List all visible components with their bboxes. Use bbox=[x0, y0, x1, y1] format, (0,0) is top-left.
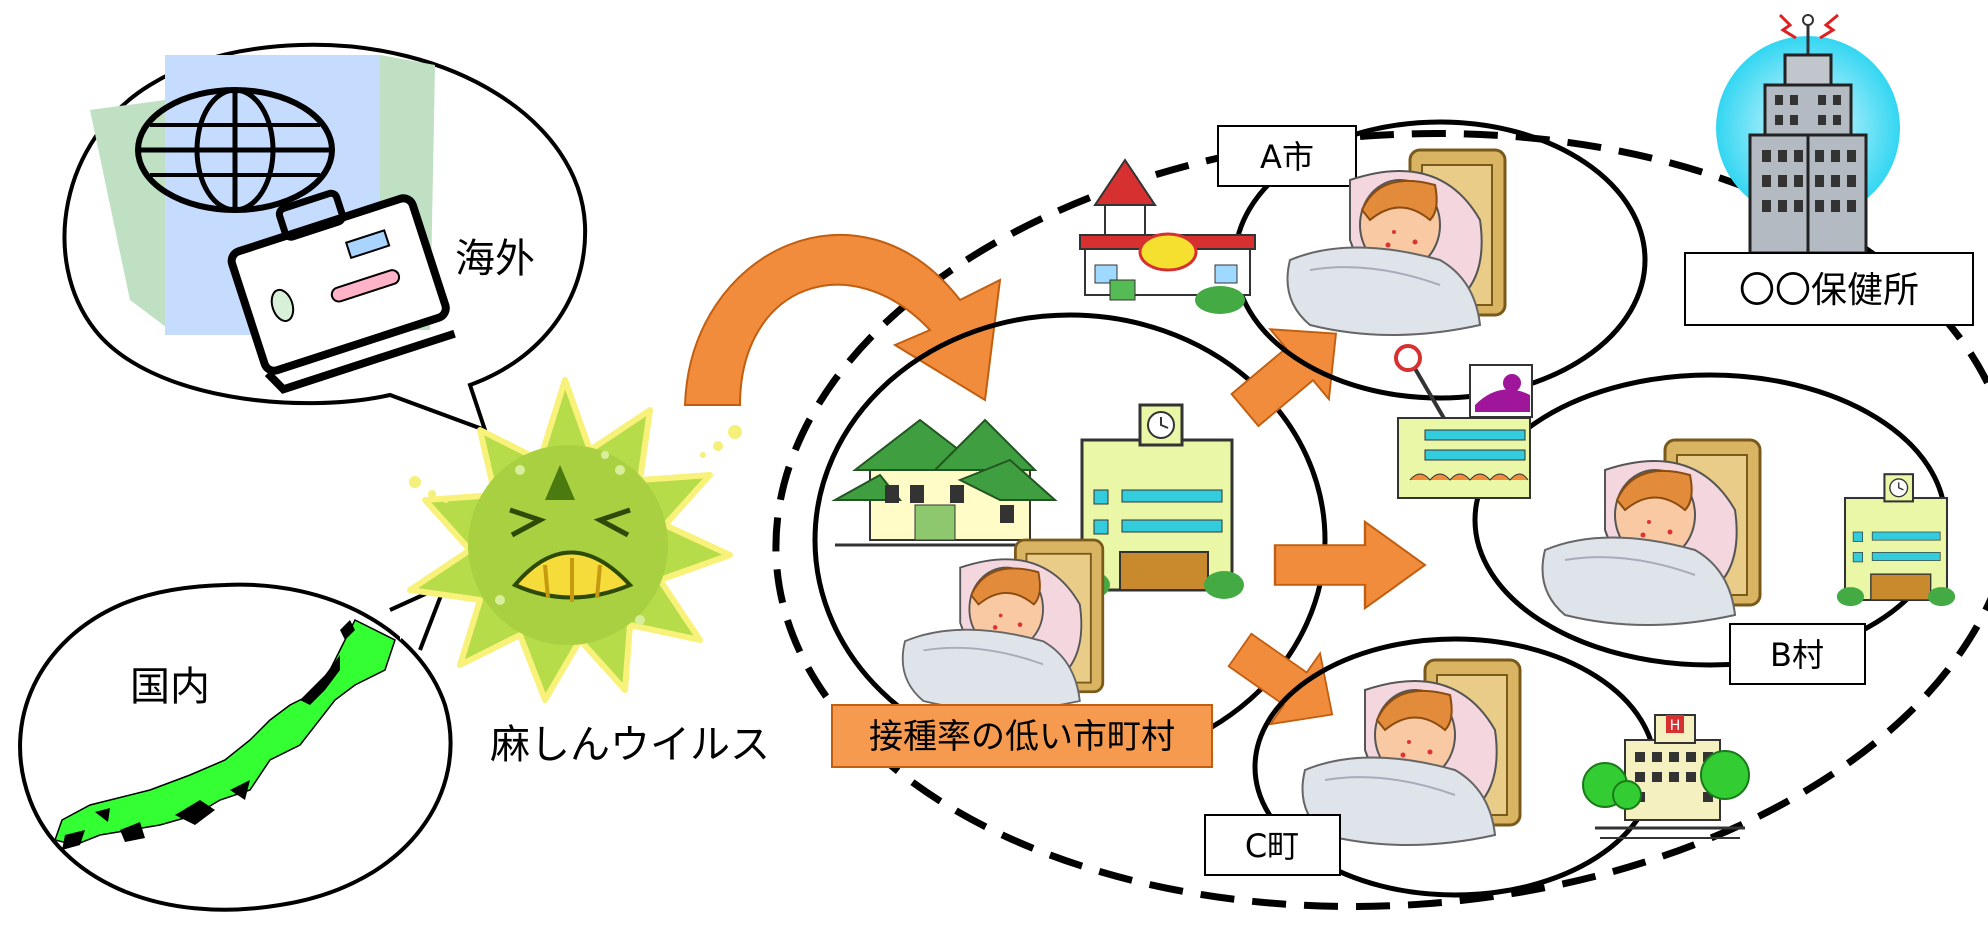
overseas-label: 海外 bbox=[455, 236, 535, 282]
domestic-label: 国内 bbox=[130, 664, 210, 710]
suitcase-icon bbox=[227, 189, 456, 394]
village-b-label-box: B村 bbox=[1729, 623, 1866, 685]
domestic-bubble: 国内 bbox=[18, 581, 453, 912]
village-b-label: B村 bbox=[1770, 636, 1824, 674]
low-rate-label-box: 接種率の低い市町村 bbox=[831, 704, 1213, 768]
patient-icon bbox=[901, 538, 1105, 712]
kindergarten-icon bbox=[1079, 158, 1256, 314]
spread-arrow-c bbox=[1214, 613, 1358, 751]
health-center-building-icon bbox=[1716, 13, 1900, 255]
town-c-label: C町 bbox=[1245, 827, 1299, 865]
hospital-icon: H bbox=[1582, 714, 1750, 839]
infection-inflow-arrow bbox=[683, 233, 1002, 406]
overseas-bubble: 海外 bbox=[62, 42, 588, 434]
globe-passport-icon bbox=[90, 55, 435, 335]
svg-text:H: H bbox=[1670, 718, 1681, 734]
health-center-label-box: 〇〇保健所 bbox=[1684, 252, 1974, 326]
virus-label: 麻しんウイルス bbox=[490, 722, 770, 768]
village-office-icon bbox=[1835, 473, 1957, 608]
health-center-label: 〇〇保健所 bbox=[1739, 270, 1919, 311]
low-rate-label: 接種率の低い市町村 bbox=[869, 717, 1175, 757]
factory-icon bbox=[1394, 344, 1533, 499]
japan-map-icon bbox=[54, 618, 396, 850]
spread-arrow-b bbox=[1273, 520, 1427, 610]
city-a-label-box: A市 bbox=[1217, 125, 1357, 187]
measles-virus-icon bbox=[407, 377, 742, 703]
houses-icon bbox=[831, 418, 1058, 547]
patient-icon bbox=[1541, 438, 1762, 627]
town-c-label-box: C町 bbox=[1204, 814, 1341, 876]
health-center-jurisdiction bbox=[772, 130, 1988, 910]
city-a-label: A市 bbox=[1260, 138, 1314, 176]
